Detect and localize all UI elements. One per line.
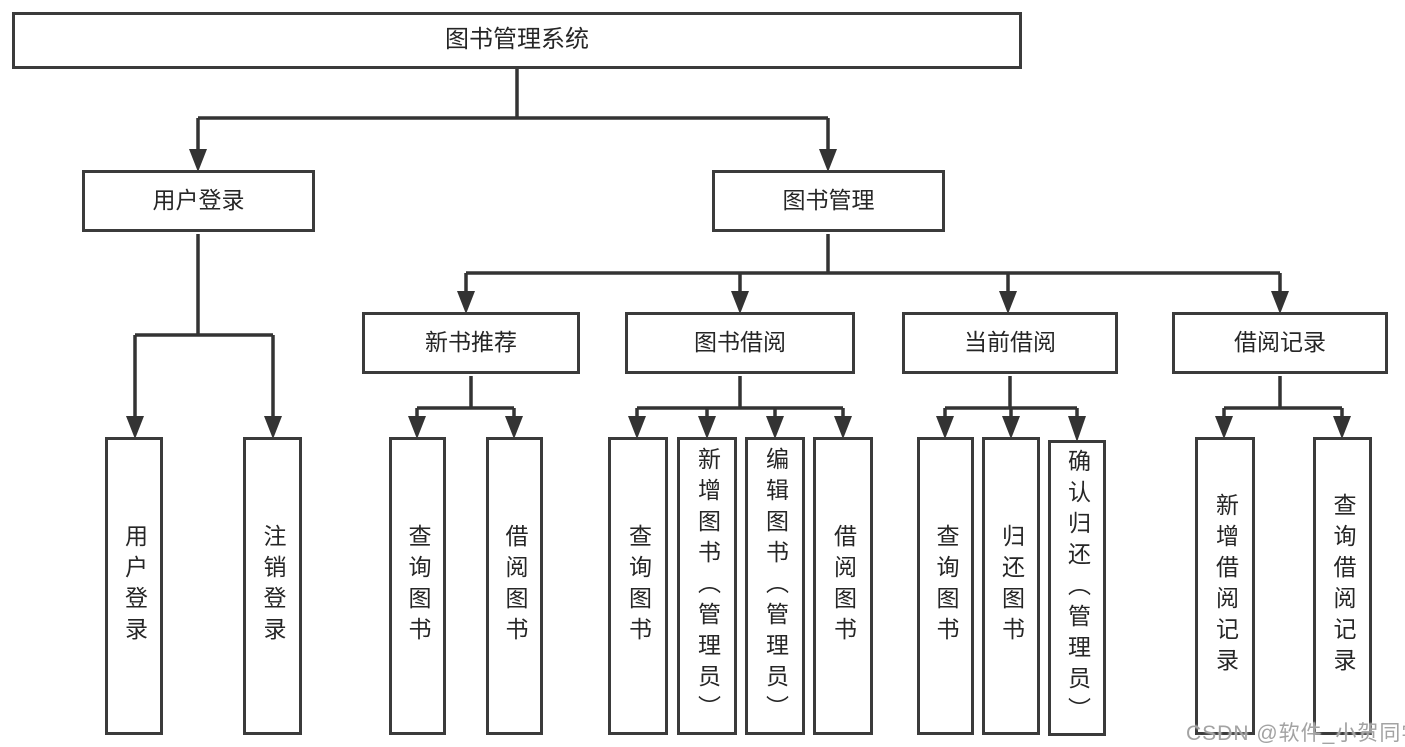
connector-user-login-to-leaves bbox=[126, 234, 282, 439]
node-user-login-branch: 用户登录 bbox=[82, 170, 315, 232]
leaf-confirm-return-admin: 确认归还（管理员） bbox=[1048, 440, 1106, 736]
connector-book-mgmt-to-level3 bbox=[457, 234, 1289, 314]
leaf-edit-books-admin: 编辑图书（管理员） bbox=[745, 437, 805, 735]
connector-book-borrow-to-leaves bbox=[628, 376, 852, 439]
connector-new-book-rec-to-leaves bbox=[408, 376, 523, 439]
leaf-borrow-books-newrec: 借阅图书 bbox=[486, 437, 543, 735]
leaf-return-books: 归还图书 bbox=[982, 437, 1040, 735]
leaf-query-borrow-record: 查询借阅记录 bbox=[1313, 437, 1372, 735]
leaf-user-login: 用户登录 bbox=[105, 437, 163, 735]
node-library-system: 图书管理系统 bbox=[12, 12, 1022, 69]
node-new-book-recommend: 新书推荐 bbox=[362, 312, 580, 374]
leaf-borrow-books-borrow: 借阅图书 bbox=[813, 437, 873, 735]
leaf-add-borrow-record: 新增借阅记录 bbox=[1195, 437, 1255, 735]
leaf-query-books-current: 查询图书 bbox=[917, 437, 974, 735]
leaf-query-books-newrec: 查询图书 bbox=[389, 437, 446, 735]
connector-current-borrow-to-leaves bbox=[936, 376, 1086, 442]
node-current-borrowing: 当前借阅 bbox=[902, 312, 1118, 374]
node-book-management: 图书管理 bbox=[712, 170, 945, 232]
leaf-query-books-borrow: 查询图书 bbox=[608, 437, 668, 735]
connector-borrow-records-to-leaves bbox=[1215, 376, 1351, 439]
leaf-logout: 注销登录 bbox=[243, 437, 302, 735]
connector-root-to-level2 bbox=[189, 69, 837, 172]
leaf-add-books-admin: 新增图书（管理员） bbox=[677, 437, 737, 735]
node-book-borrowing: 图书借阅 bbox=[625, 312, 855, 374]
node-borrow-records: 借阅记录 bbox=[1172, 312, 1388, 374]
csdn-watermark: CSDN @软件_小贺同学 bbox=[1186, 722, 1405, 745]
